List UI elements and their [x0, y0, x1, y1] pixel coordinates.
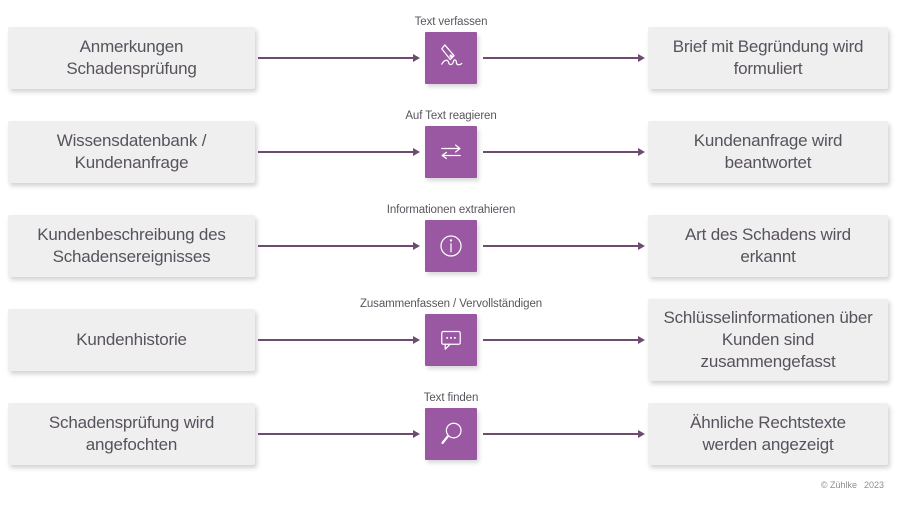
arrow-right-icon: [483, 242, 645, 250]
output-box: Kundenanfrage wird beantwortet: [648, 121, 888, 183]
arrow-right-icon: [258, 430, 420, 438]
input-box: Schadensprüfung wird angefochten: [8, 403, 255, 465]
copyright-year: 2023: [863, 480, 884, 490]
input-box: Anmerkungen Schadensprüfung: [8, 27, 255, 89]
arrow-right-icon: [483, 336, 645, 344]
exchange-arrows-icon: [425, 126, 477, 178]
speech-bubble-icon: [425, 314, 477, 366]
output-box: Art des Schadens wird erkannt: [648, 215, 888, 277]
write-text-icon: [425, 32, 477, 84]
action-label: Auf Text reagieren: [405, 110, 497, 122]
info-icon: [425, 220, 477, 272]
output-box: Ähnliche Rechtstexte werden angezeigt: [648, 403, 888, 465]
action-label: Text verfassen: [414, 16, 488, 28]
action-label: Zusammenfassen / Vervollständigen: [359, 298, 543, 310]
output-box: Schlüsselinformationen über Kunden sind …: [648, 298, 888, 382]
input-box: Kundenbeschreibung des Schadensereigniss…: [8, 215, 255, 277]
arrow-right-icon: [258, 148, 420, 156]
search-icon: [425, 408, 477, 460]
copyright-notice: © Zühlke 2023: [821, 480, 884, 490]
action-label: Informationen extrahieren: [386, 204, 516, 216]
arrow-right-icon: [483, 54, 645, 62]
arrow-right-icon: [483, 430, 645, 438]
action-label: Text finden: [423, 392, 479, 404]
arrow-right-icon: [258, 336, 420, 344]
input-box: Kundenhistorie: [8, 309, 255, 371]
copyright-brand: © Zühlke: [820, 480, 857, 490]
arrow-right-icon: [258, 242, 420, 250]
arrow-right-icon: [258, 54, 420, 62]
input-box: Wissensdatenbank / Kundenanfrage: [8, 121, 255, 183]
arrow-right-icon: [483, 148, 645, 156]
output-box: Brief mit Begründung wird formuliert: [648, 27, 888, 89]
